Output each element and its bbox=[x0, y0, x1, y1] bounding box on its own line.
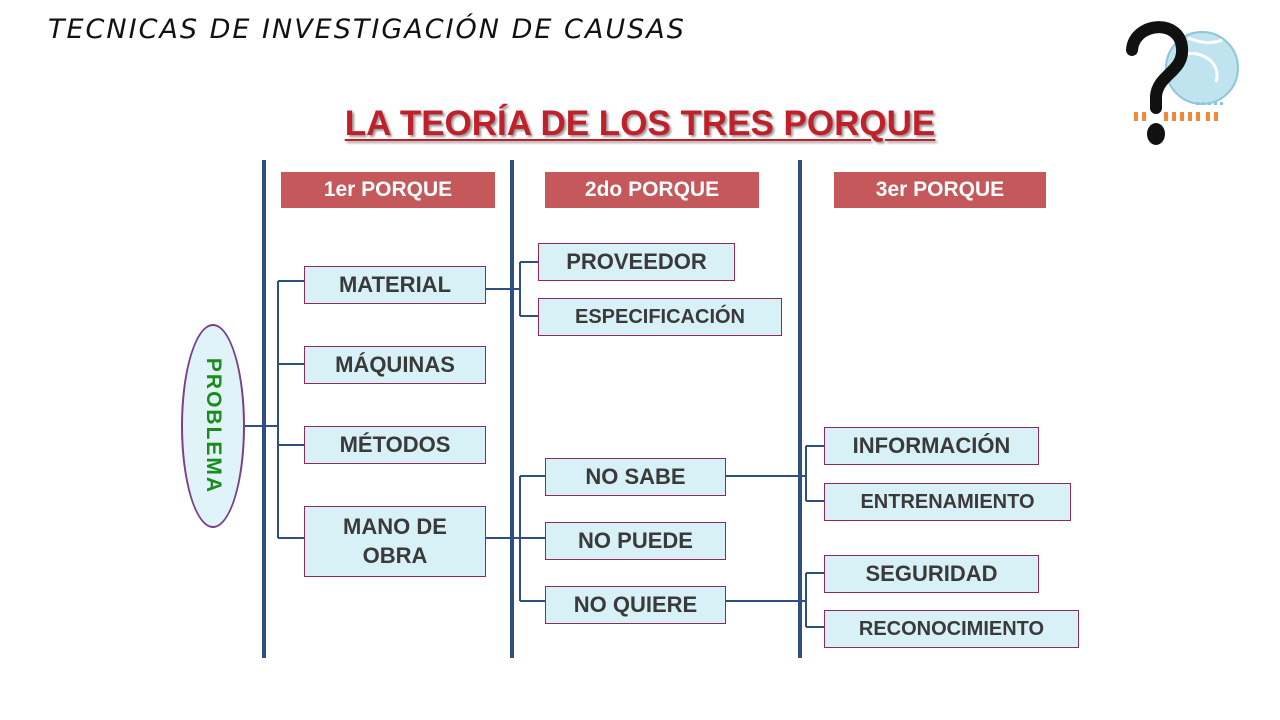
problem-label: PROBLEMA bbox=[202, 357, 225, 495]
column-header-3: 3er PORQUE bbox=[834, 172, 1046, 208]
question-mark-globe-icon bbox=[1126, 21, 1239, 145]
cause-reconocimiento: RECONOCIMIENTO bbox=[824, 610, 1079, 648]
cause-informacion: INFORMACIÓN bbox=[824, 427, 1039, 465]
divider-line-2 bbox=[510, 160, 514, 658]
divider-line-3 bbox=[798, 160, 802, 658]
cause-no-puede: NO PUEDE bbox=[545, 522, 726, 560]
cause-no-quiere: NO QUIERE bbox=[545, 586, 726, 624]
divider-line-1 bbox=[262, 160, 266, 658]
cause-material: MATERIAL bbox=[304, 266, 486, 304]
cause-proveedor: PROVEEDOR bbox=[538, 243, 735, 281]
problem-node bbox=[181, 324, 245, 528]
slide-heading: TECNICAS DE INVESTIGACIÓN DE CAUSAS bbox=[48, 14, 686, 45]
cause-mano-de-obra: MANO DE OBRA bbox=[304, 506, 486, 577]
column-header-1: 1er PORQUE bbox=[281, 172, 495, 208]
diagram-title: LA TEORÍA DE LOS TRES PORQUE bbox=[344, 104, 936, 143]
cause-metodos: MÉTODOS bbox=[304, 426, 486, 464]
cause-seguridad: SEGURIDAD bbox=[824, 555, 1039, 593]
cause-no-sabe: NO SABE bbox=[545, 458, 726, 496]
cause-entrenamiento: ENTRENAMIENTO bbox=[824, 483, 1071, 521]
cause-maquinas: MÁQUINAS bbox=[304, 346, 486, 384]
column-header-2: 2do PORQUE bbox=[545, 172, 759, 208]
cause-especificacion: ESPECIFICACIÓN bbox=[538, 298, 782, 336]
